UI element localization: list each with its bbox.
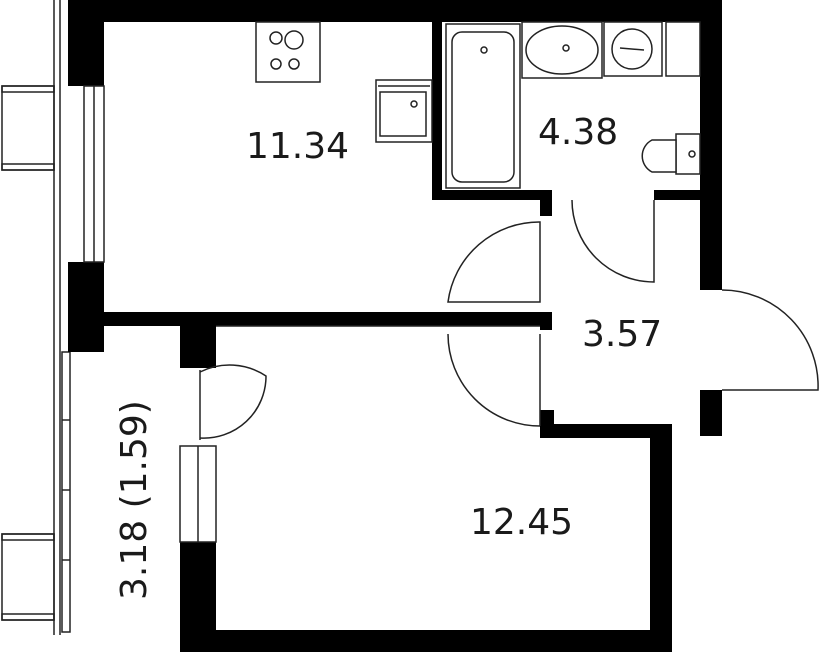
area-hallway: 3.57 <box>582 314 662 355</box>
windows <box>83 85 217 543</box>
area-bathroom: 4.38 <box>538 112 618 153</box>
bathtub-icon <box>445 23 521 189</box>
shelf-icon <box>665 21 701 77</box>
area-bedroom: 12.45 <box>470 502 573 543</box>
door-bathroom <box>571 199 655 283</box>
door-bedroom <box>447 333 541 427</box>
door-entrance <box>721 289 819 391</box>
washbasin-icon <box>521 21 603 79</box>
washing-machine-icon <box>603 21 663 77</box>
doors <box>199 199 819 440</box>
loggia-outline <box>1 0 71 635</box>
door-kitchen <box>447 221 541 303</box>
area-loggia: 3.18 (1.59) <box>114 400 155 600</box>
toilet-icon <box>641 133 701 175</box>
stove-icon <box>255 21 321 83</box>
sink-icon <box>375 79 433 143</box>
area-kitchen-living: 11.34 <box>246 126 349 167</box>
walls <box>68 0 722 652</box>
door-loggia <box>199 364 267 439</box>
